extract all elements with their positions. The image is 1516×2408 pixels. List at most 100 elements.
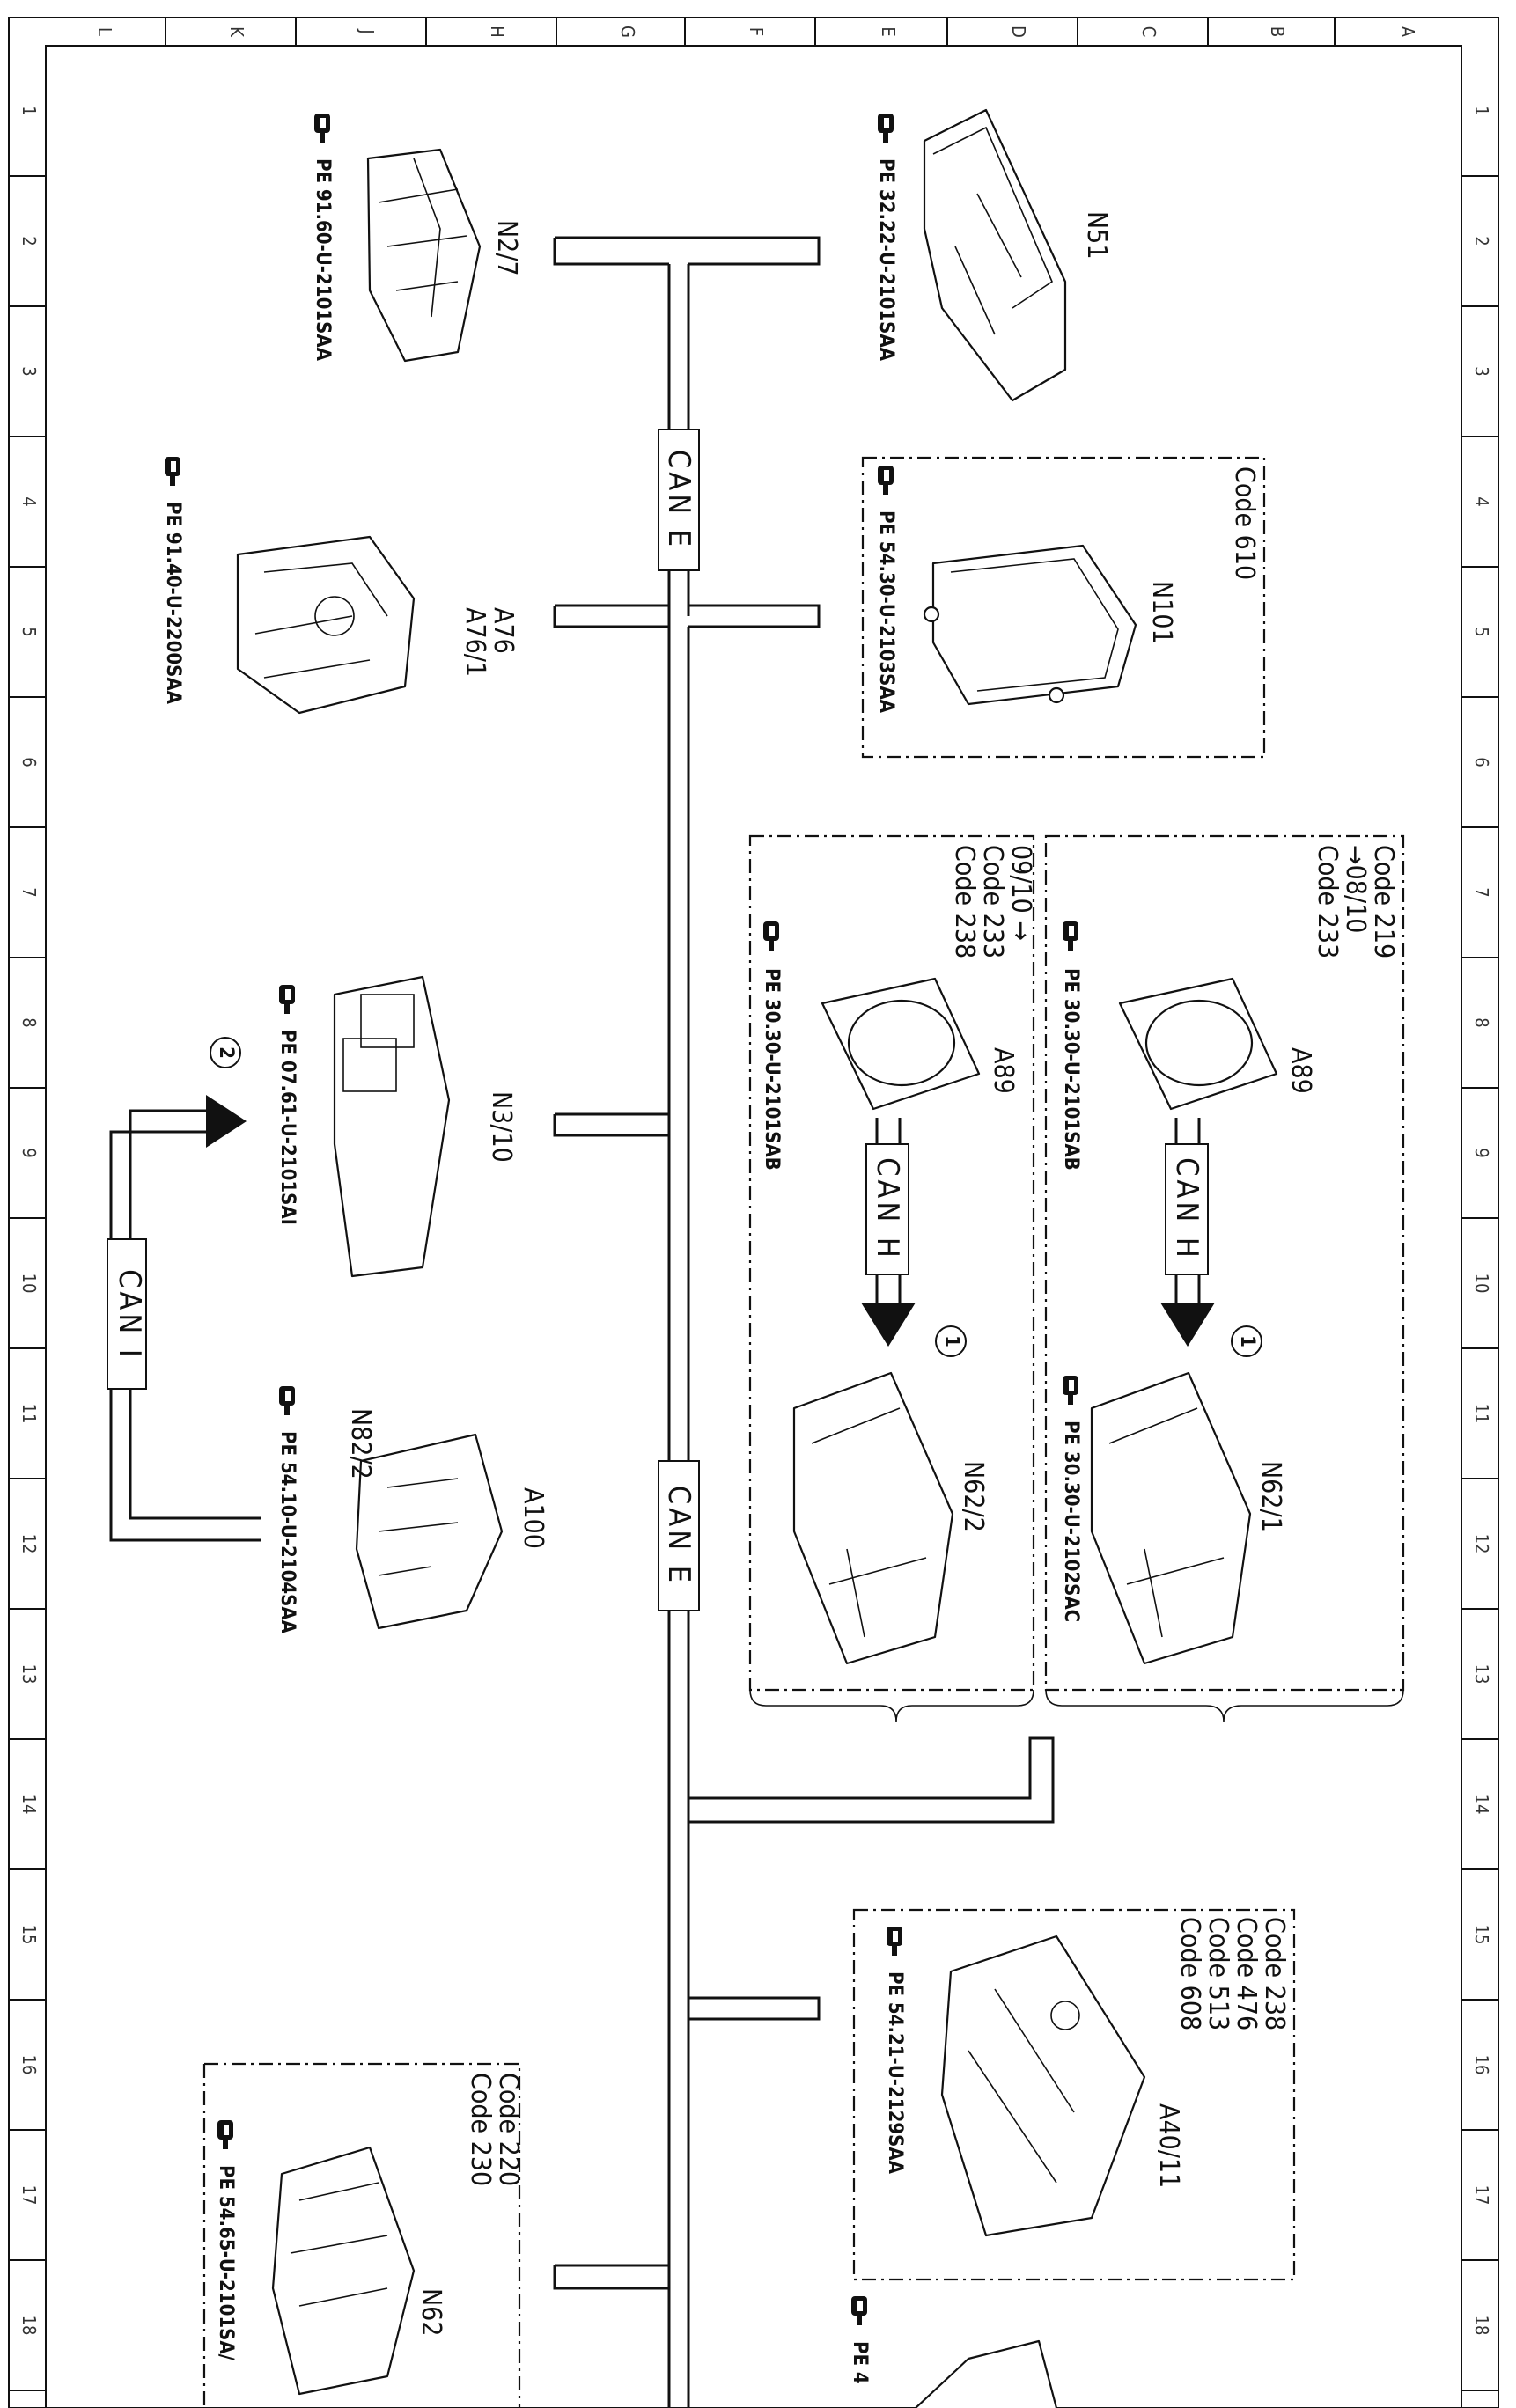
pointing-hand-icon xyxy=(763,921,779,951)
component-label: N3/10 xyxy=(486,1091,517,1163)
grid-letter: G xyxy=(617,26,638,38)
can-h-link-lower: CAN H 1 xyxy=(861,1118,967,1357)
grid-number: 9 xyxy=(1471,1148,1492,1157)
component-label: A100 xyxy=(518,1487,548,1549)
grid-number: 5 xyxy=(1471,627,1492,636)
grid-number: 17 xyxy=(18,2185,40,2206)
can-e-label-top: CAN E xyxy=(658,429,700,571)
component-label: N51 xyxy=(1081,211,1112,260)
drawing-frame xyxy=(8,17,1499,2408)
group-code-219 xyxy=(1044,834,1405,1722)
grid-number: 15 xyxy=(1471,1925,1492,1945)
reference-marker xyxy=(210,1037,241,1068)
grid-letter: K xyxy=(226,26,247,38)
grid-number: 14 xyxy=(1471,1795,1492,1815)
pointing-hand-icon xyxy=(887,1927,902,1956)
grid-letter: E xyxy=(878,26,899,36)
component-n51[interactable]: N51 PE 32.22-U-2101SAA xyxy=(875,108,1112,402)
grid-letter: D xyxy=(1008,26,1029,38)
repair-ref: PE 32.22-U-2101SAA xyxy=(875,158,897,362)
grid-number: 13 xyxy=(18,1664,40,1685)
component-n2-7[interactable]: N2/7 PE 91.60-U-2101SAA xyxy=(312,114,522,363)
repair-ref: PE 07.61-U-2101SAI xyxy=(276,1030,298,1225)
grid-letter: H xyxy=(487,26,508,38)
grid-number: 2 xyxy=(18,236,40,246)
pointing-hand-icon xyxy=(1063,1376,1078,1405)
arrow-icon xyxy=(206,1095,247,1148)
grid-number: 14 xyxy=(18,1795,40,1815)
grid-number: 12 xyxy=(1471,1534,1492,1554)
grid-letter: L xyxy=(94,27,115,36)
repair-ref: PE 30.30-U-2102SAC xyxy=(1060,1421,1082,1622)
grid-letter: B xyxy=(1267,26,1288,37)
svg-text:Code 220: Code 220 xyxy=(493,2073,524,2186)
grid-number: 11 xyxy=(18,1404,40,1424)
component-n62-2[interactable]: N62/2 xyxy=(792,1371,989,1665)
component-a40-11[interactable]: A40/11 PE 54.21-U-2129SAA xyxy=(884,1927,1184,2237)
grid-number: 2 xyxy=(1471,236,1492,246)
can-i-bus: CAN I 2 xyxy=(107,1037,261,1542)
svg-text:Code 219: Code 219 xyxy=(1368,845,1399,958)
grid-number: 7 xyxy=(1471,887,1492,897)
svg-text:1: 1 xyxy=(940,1335,962,1347)
grid-number: 13 xyxy=(1471,1664,1492,1685)
component-a100[interactable]: A100 N82/2 PE 54.10-U-2104SAA xyxy=(276,1386,548,1634)
svg-text:Code 233: Code 233 xyxy=(977,845,1008,958)
pointing-hand-icon xyxy=(1063,921,1078,951)
grid-number: 8 xyxy=(18,1017,40,1027)
grid-number: 10 xyxy=(1471,1274,1492,1294)
grid-letter: A xyxy=(1397,26,1418,38)
svg-text:Code 233: Code 233 xyxy=(1312,845,1343,958)
component-n101[interactable]: N101 PE 54.30-U-2103SAA xyxy=(875,466,1177,714)
component-label: A89 xyxy=(988,1047,1019,1094)
svg-text:→08/10: →08/10 xyxy=(1340,845,1371,933)
component-label: A40/11 xyxy=(1153,2103,1184,2188)
code-list-lower: 09/10 → Code 233 Code 238 xyxy=(949,845,1036,958)
pointing-hand-icon xyxy=(878,114,894,143)
repair-ref: PE 91.40-U-2200SAA xyxy=(162,502,184,705)
svg-text:Code 238: Code 238 xyxy=(949,845,980,958)
component-label: N2/7 xyxy=(491,220,522,276)
component-n62[interactable]: N62 PE 54.65-U-2101SA/ xyxy=(215,2120,446,2396)
component-label: N62/1 xyxy=(1255,1461,1286,1532)
grid-number: 3 xyxy=(1471,366,1492,376)
grid-number: 7 xyxy=(18,887,40,897)
grid-number: 12 xyxy=(18,1534,40,1554)
grid-number: 1 xyxy=(18,106,40,115)
component-partial-bottom[interactable]: PE 4 xyxy=(849,2296,1058,2408)
component-a76[interactable]: A76 A76/1 PE 91.40-U-2200SAA xyxy=(162,457,519,715)
grid-letter: F xyxy=(746,27,767,36)
grid-letter: C xyxy=(1138,26,1159,38)
grid-letter: J xyxy=(357,28,378,33)
svg-text:CAN I: CAN I xyxy=(112,1269,147,1361)
repair-ref: PE 54.21-U-2129SAA xyxy=(884,1971,906,2175)
svg-text:1: 1 xyxy=(1236,1335,1258,1347)
svg-text:Code 513: Code 513 xyxy=(1203,1917,1233,2030)
can-h-link-upper: CAN H 1 xyxy=(1160,1118,1262,1357)
pointing-hand-icon xyxy=(165,457,180,486)
pointing-hand-icon xyxy=(217,2120,233,2149)
component-label: N62/2 xyxy=(958,1461,989,1532)
grid-number: 6 xyxy=(18,757,40,767)
grid-number: 4 xyxy=(1471,496,1492,506)
svg-text:CAN E: CAN E xyxy=(661,1486,696,1586)
svg-text:Code 610: Code 610 xyxy=(1229,466,1260,580)
row-letter-band: L K J H G F E D C B A xyxy=(94,26,1418,38)
component-n3-10[interactable]: N3/10 PE 07.61-U-2101SAI xyxy=(276,975,517,1278)
grid-number: 11 xyxy=(1471,1404,1492,1424)
arrow-icon xyxy=(1160,1303,1215,1347)
component-a89-upper[interactable]: A89 PE 30.30-U-2101SAB xyxy=(1060,921,1316,1171)
component-label: A76/1 xyxy=(460,607,490,677)
grid-number: 9 xyxy=(18,1148,40,1157)
group-code-233-238 xyxy=(748,834,1035,1722)
repair-ref: PE 30.30-U-2101SAB xyxy=(761,968,783,1171)
pointing-hand-icon xyxy=(851,2296,867,2325)
component-label: N62 xyxy=(416,2288,446,2337)
svg-text:Code 476: Code 476 xyxy=(1231,1917,1262,2030)
component-n62-1[interactable]: N62/1 PE 30.30-U-2102SAC xyxy=(1060,1371,1286,1665)
svg-text:Code 238: Code 238 xyxy=(1259,1917,1290,2030)
component-a89-lower[interactable]: A89 PE 30.30-U-2101SAB xyxy=(761,921,1019,1171)
component-label: N82/2 xyxy=(345,1408,376,1479)
repair-ref: PE 4 xyxy=(849,2341,871,2384)
